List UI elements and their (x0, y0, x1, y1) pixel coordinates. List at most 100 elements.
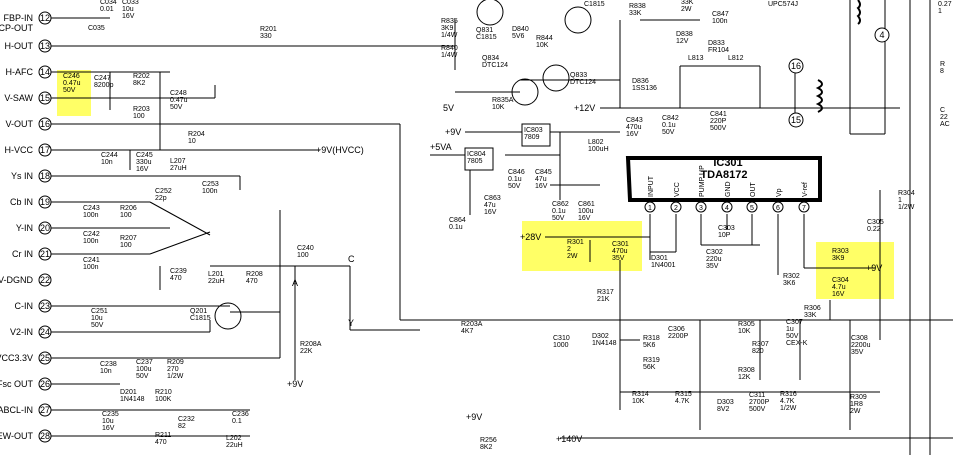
component-value: 1SS136 (632, 85, 657, 92)
component-value: 35V (706, 263, 719, 270)
component-value: 0.01 (100, 6, 114, 13)
left-pin-circle (38, 39, 52, 53)
left-pin-name: Cr IN (12, 249, 33, 259)
component-value: C304 (832, 277, 849, 284)
component-value: C237 (136, 359, 153, 366)
left-pin-circle (38, 273, 52, 287)
component-value: C306 (668, 326, 685, 333)
component-value: L802 (588, 139, 604, 146)
ic301-ref: IC301 (713, 157, 742, 169)
component-value: 5V6 (512, 33, 525, 40)
component-value: 1N4001 (651, 262, 676, 269)
rail-5va: +5VA (430, 142, 452, 152)
component-value: 100n (83, 264, 99, 271)
component-value: C305 (867, 219, 884, 226)
ic803-body (521, 123, 551, 147)
component-value: 10K (492, 104, 505, 111)
left-pin-circle (38, 377, 52, 391)
component-value: 50V (662, 129, 675, 136)
component-value: 10P (718, 232, 731, 239)
rail-hvcc: +9V(HVCC) (316, 145, 364, 155)
component-value: C301 (612, 241, 629, 248)
component-label-l812: L812 (728, 55, 744, 62)
rail-9v-c: +9V (466, 412, 482, 422)
component-value: 22K (300, 348, 313, 355)
component-value: C308 (851, 335, 868, 342)
component-value: 100 (120, 242, 132, 249)
component-value: C252 (155, 188, 172, 195)
component-value: 7809 (524, 134, 540, 141)
component-value: AC (940, 121, 950, 128)
component-value: 3K6 (783, 280, 796, 287)
component-value: 1/2W (780, 405, 797, 412)
component-value: 0.1u (552, 208, 566, 215)
component-value: 470 (155, 439, 167, 446)
component-value: 50V (170, 104, 183, 111)
ic301-pin-name: OUT (750, 182, 757, 198)
component-value: 820 (752, 348, 764, 355)
component-value: R208A (300, 341, 322, 348)
component-value: C033 (122, 0, 139, 6)
component-value: 10 (188, 138, 196, 145)
component-value: 22 (940, 114, 948, 121)
node-15 (788, 112, 804, 128)
left-pin-name: SCP-OUT (0, 23, 34, 33)
left-pin-circle (38, 221, 52, 235)
component-value: 10u (91, 315, 103, 322)
left-pin-name: V2-IN (10, 327, 33, 337)
component-value: D833 (708, 40, 725, 47)
left-pin-group: 12FBP-INSCP-OUT13H-OUT14H-AFC15V-SAW16V-… (0, 11, 52, 443)
component-value: C864 (449, 217, 466, 224)
component-value: 470u (612, 248, 628, 255)
component-value: R305 (738, 321, 755, 328)
component-value: 1000 (553, 342, 569, 349)
component-value: C239 (170, 268, 187, 275)
ic301-pin-circle (695, 201, 707, 213)
signal-a: A (292, 278, 298, 288)
component-value: R207 (120, 235, 137, 242)
ic301-pin-circle (772, 201, 784, 213)
component-label-l813: L813 (688, 55, 704, 62)
component-value: C238 (100, 361, 117, 368)
left-pin-circle (38, 299, 52, 313)
component-value: C244 (101, 152, 118, 159)
component-value: C843 (626, 117, 643, 124)
component-value: 330u (136, 159, 152, 166)
component-value: 8 (940, 68, 944, 75)
component-value: IC803 (524, 127, 543, 134)
component-value: 1N4148 (592, 340, 617, 347)
component-value: 4.7u (832, 284, 846, 291)
wire-layer (50, 0, 953, 455)
component-value: D303 (717, 399, 734, 406)
component-value: R838 (629, 3, 646, 10)
component-value: R318 (643, 335, 660, 342)
q833-symbol (542, 64, 570, 92)
ic301-pin-name: Vp (776, 188, 783, 197)
component-value: 220u (706, 256, 722, 263)
component-value: R308 (738, 367, 755, 374)
component-value: C863 (484, 195, 501, 202)
component-value: 470 (246, 278, 258, 285)
